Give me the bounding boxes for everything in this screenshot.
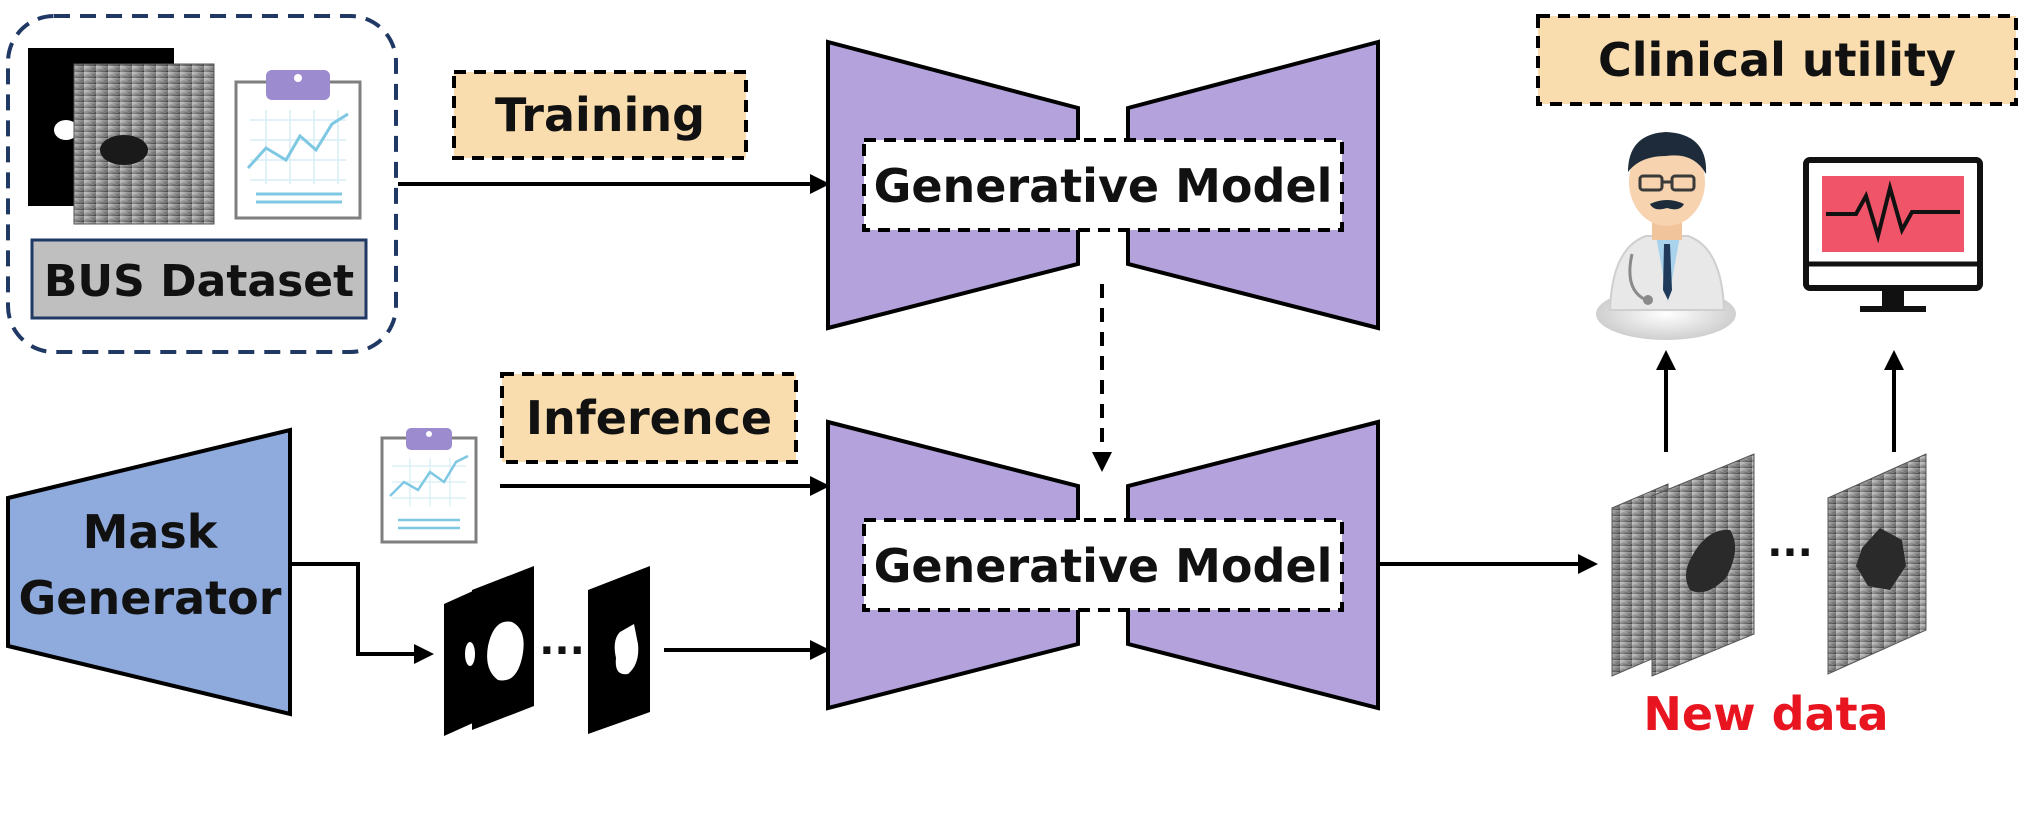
clinical-utility-label: Clinical utility (1598, 33, 1956, 87)
tumor-mask-icon (444, 566, 534, 736)
inference-label: Inference (526, 391, 772, 445)
clipboard-chart-icon (234, 70, 362, 220)
ultrasound-image-icon (1651, 453, 1755, 677)
generative-model-top: Generative Model (826, 39, 1380, 331)
bus-dataset-group: BUS Dataset (6, 14, 398, 354)
generative-model-bottom-label: Generative Model (874, 539, 1333, 593)
bus-dataset-frame (6, 14, 398, 354)
clipboard-chart-icon (380, 428, 478, 544)
generative-model-bottom: Generative Model (826, 419, 1380, 711)
training-label: Training (495, 88, 705, 142)
generative-model-top-label: Generative Model (874, 159, 1333, 213)
tumor-mask-icon (588, 566, 650, 734)
ultrasound-image-icon (73, 63, 215, 225)
bus-dataset-label-box (30, 238, 368, 320)
masks-ellipsis: ··· (539, 628, 585, 674)
doctor-icon (1596, 132, 1736, 340)
new-data-images: ··· (1611, 453, 1927, 677)
training-label-box (452, 70, 748, 160)
new-data-label: New data (1643, 687, 1888, 741)
mask-generator-arrow (290, 562, 434, 664)
heartbeat-monitor-icon (1803, 157, 1983, 312)
new-data-ellipsis: ··· (1767, 530, 1813, 576)
inference-label-box (500, 372, 798, 464)
mask-generator: Mask Generator (6, 427, 292, 717)
mask-generator-label-line1: Mask (83, 505, 219, 559)
clinical-utility-label-box (1536, 14, 2018, 106)
mask-generator-label-line2: Generator (19, 571, 282, 625)
ultrasound-image-icon (1827, 453, 1927, 675)
bus-dataset-label: BUS Dataset (44, 256, 354, 307)
